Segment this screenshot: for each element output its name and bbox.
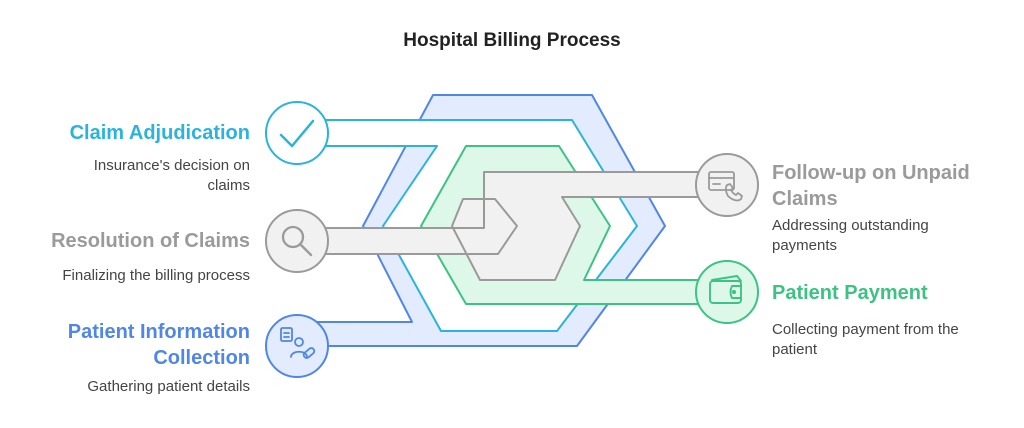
follow-up-on-unpaid-claims-description: Addressing outstanding payments xyxy=(772,217,929,254)
patient-information-collection-title: Patient Information Collection xyxy=(67,321,250,369)
card-phone-icon xyxy=(708,171,743,202)
resolution-of-claims-title: Resolution of Claims xyxy=(51,230,250,252)
resolution-of-claims-label: Resolution of Claims Finalizing the bill… xyxy=(0,228,250,286)
resolution-of-claims-description: Finalizing the billing process xyxy=(62,267,250,284)
magnifier-icon xyxy=(281,225,313,257)
follow-up-on-unpaid-claims-label: Follow-up on Unpaid Claims Addressing ou… xyxy=(772,160,1002,256)
patient-payment-title: Patient Payment xyxy=(772,282,928,304)
wallet-icon xyxy=(709,275,742,304)
follow-up-on-unpaid-claims-node xyxy=(695,153,759,217)
follow-up-on-unpaid-claims-title: Follow-up on Unpaid Claims xyxy=(772,162,970,210)
claim-adjudication-description: Insurance's decision on claims xyxy=(93,157,250,194)
claim-adjudication-label: Claim Adjudication Insurance's decision … xyxy=(0,120,250,196)
patient-payment-label: Patient Payment Collecting payment from … xyxy=(772,280,1002,360)
diagram-title: Hospital Billing Process xyxy=(403,30,621,51)
patient-information-collection-description: Gathering patient details xyxy=(87,378,250,395)
claim-adjudication-title: Claim Adjudication xyxy=(69,122,250,144)
checkmark-icon xyxy=(279,119,315,148)
patient-payment-node xyxy=(695,260,759,324)
patient-information-collection-label: Patient Information Collection Gathering… xyxy=(10,319,250,397)
claim-adjudication-node xyxy=(265,101,329,165)
resolution-of-claims-node xyxy=(265,209,329,273)
patient-record-icon xyxy=(280,327,316,359)
patient-payment-description: Collecting payment from the patient xyxy=(772,321,959,358)
gray-path-shape xyxy=(309,171,719,281)
patient-information-collection-node xyxy=(265,314,329,378)
